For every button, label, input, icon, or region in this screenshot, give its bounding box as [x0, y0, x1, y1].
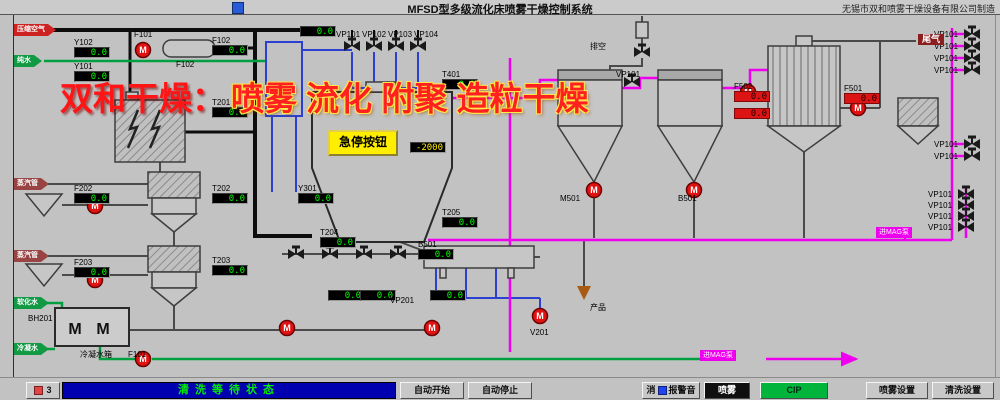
manufacturer-label: 无锡市双和喷雾干燥设备有限公司制造 — [841, 4, 995, 14]
printer-icon — [34, 386, 44, 396]
app-icon — [232, 2, 244, 14]
lightning-icon — [126, 109, 140, 149]
alarm-icon — [657, 386, 667, 396]
pump-icons[interactable] — [86, 41, 867, 368]
auto-start-button[interactable]: 自动开始 — [400, 382, 464, 399]
valve-icon[interactable] — [962, 25, 982, 41]
pump-icon[interactable] — [531, 307, 549, 325]
vent-filter — [635, 21, 649, 39]
cyclone-1 — [557, 79, 623, 127]
air-filter-box — [114, 99, 186, 163]
valve-icon[interactable] — [962, 61, 982, 77]
clean-settings-button[interactable]: 清洗设置 — [932, 382, 994, 399]
equipment-shapes — [24, 21, 940, 347]
spray-button[interactable]: 喷雾 — [704, 382, 750, 399]
heater-vessel — [162, 39, 216, 58]
pump-icon[interactable] — [423, 319, 441, 337]
valve-icon[interactable] — [286, 245, 306, 261]
fluid-bed — [423, 245, 535, 269]
valve-icon[interactable] — [962, 135, 982, 151]
status-bar: 清洗等待状态 — [62, 382, 396, 399]
pump-motor-icon: M — [68, 321, 81, 338]
filter-unit-2 — [147, 245, 201, 273]
spray-dryer-tower — [311, 91, 453, 243]
valve-icon[interactable] — [408, 37, 428, 53]
pump-icon[interactable] — [86, 197, 104, 215]
pump-icon[interactable] — [849, 99, 867, 117]
pump-icon[interactable] — [278, 319, 296, 337]
dust-collector — [897, 97, 939, 127]
spray-settings-button[interactable]: 喷雾设置 — [866, 382, 928, 399]
pump-icon[interactable] — [86, 271, 104, 289]
page-number: 3 — [46, 385, 52, 395]
valve-icon[interactable] — [354, 245, 374, 261]
page-button[interactable]: 3 — [26, 382, 60, 399]
feed-funnel-2 — [24, 263, 64, 288]
valve-icon[interactable] — [622, 73, 642, 89]
pump-icon[interactable] — [739, 83, 757, 101]
tank-motor-icons: M M — [68, 321, 109, 338]
cyclone-2 — [657, 79, 723, 127]
bag-filter — [767, 45, 841, 127]
pump-motor-icon: M — [96, 321, 109, 338]
heater-lightning-icons — [126, 109, 162, 149]
pump-icon[interactable] — [134, 41, 152, 59]
filter-unit-1 — [147, 171, 201, 199]
valve-icon[interactable] — [388, 245, 408, 261]
emergency-stop-button[interactable]: 急停按钮 — [328, 130, 398, 156]
valve-icon[interactable] — [364, 37, 384, 53]
cip-button[interactable]: CIP — [760, 382, 828, 399]
product-arrow-icon — [577, 286, 591, 300]
feed-funnel-1 — [24, 193, 64, 218]
mute-prefix: 消 — [646, 385, 656, 395]
lightning-icon — [148, 109, 162, 149]
page-title: MFSD型多级流化床喷雾干燥控制系统 — [407, 4, 593, 16]
valve-icon[interactable] — [320, 245, 340, 261]
pump-icon[interactable] — [134, 350, 152, 368]
valve-icon[interactable] — [386, 37, 406, 53]
valve-icon[interactable] — [962, 147, 982, 163]
gray-process-pipes — [48, 16, 916, 331]
pump-icon[interactable] — [685, 181, 703, 199]
condensate-tank — [54, 307, 130, 347]
green-water-pipes — [44, 59, 700, 361]
mute-alarm-button[interactable]: 消 报警音 — [642, 382, 700, 399]
valve-icon[interactable] — [962, 49, 982, 65]
esp-inlet — [125, 91, 139, 101]
auto-stop-button[interactable]: 自动停止 — [468, 382, 532, 399]
valve-icon[interactable] — [962, 37, 982, 53]
bottom-bar: 3 清洗等待状态 自动开始 自动停止 消 报警音 喷雾 CIP 喷雾设置 清洗设置 — [0, 377, 1000, 400]
mute-label: 报警音 — [668, 385, 696, 395]
pump-icon[interactable] — [585, 181, 603, 199]
title-bar: MFSD型多级流化床喷雾干燥控制系统 无锡市双和喷雾干燥设备有限公司制造 — [0, 0, 1000, 16]
valve-icon[interactable] — [632, 43, 652, 59]
